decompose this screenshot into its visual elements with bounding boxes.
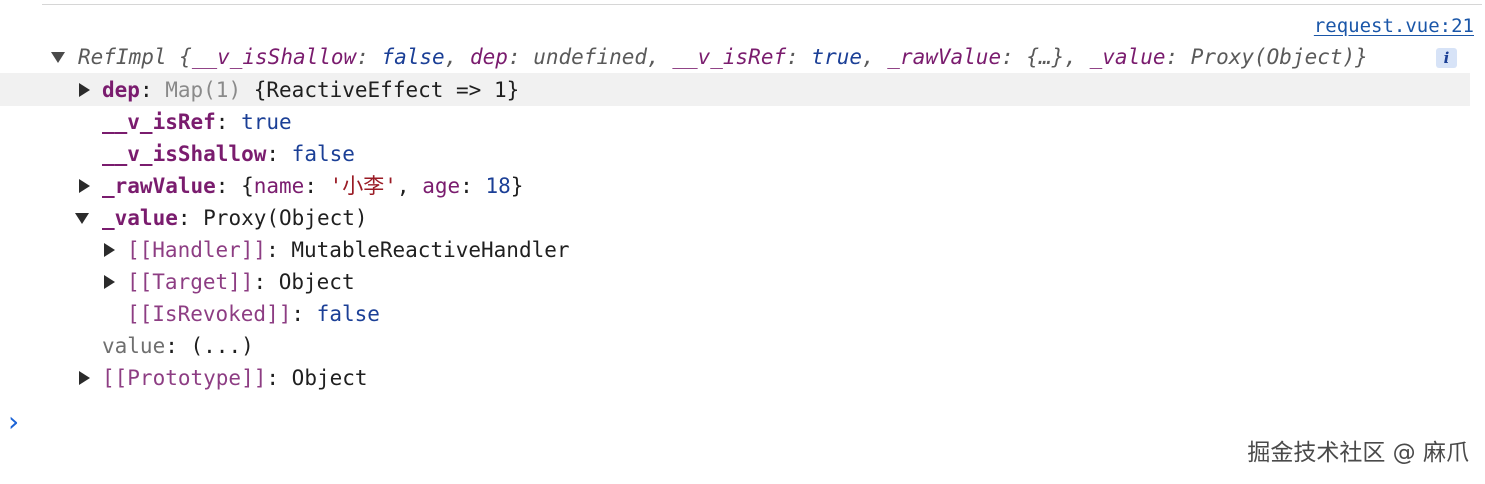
property-row-v-isshallow[interactable]: __v_isShallow: false (102, 142, 355, 166)
expand-triangle-icon[interactable] (79, 371, 90, 385)
property-row-handler[interactable]: [[Handler]]: MutableReactiveHandler (127, 238, 570, 262)
expand-triangle-icon[interactable] (79, 83, 90, 97)
expand-triangle-icon[interactable] (104, 275, 115, 289)
summary-key: _value (1089, 45, 1166, 69)
summary-value: undefined (533, 45, 648, 69)
property-type: Map(1) (165, 78, 242, 102)
source-location-link[interactable]: request.vue:21 (1313, 15, 1474, 37)
property-value: false (291, 142, 355, 166)
preview-key: age (422, 174, 461, 198)
console-top-divider (42, 4, 1482, 5)
info-icon[interactable]: i (1436, 48, 1457, 68)
watermark: 掘金技术社区 @ 麻爪 (1247, 440, 1469, 466)
property-row-isrevoked[interactable]: [[IsRevoked]]: false (127, 302, 380, 326)
console-prompt-chevron-icon[interactable]: › (8, 405, 20, 438)
property-value: (...) (190, 334, 254, 358)
property-row-value-getter[interactable]: value: (...) (102, 334, 254, 358)
property-preview: {ReactiveEffect => 1} (253, 78, 520, 102)
property-key: _rawValue (102, 174, 216, 198)
summary-value: true (811, 45, 862, 69)
preview-key: name (253, 174, 305, 198)
property-key: [[IsRevoked]] (127, 302, 292, 326)
property-value: Object (278, 270, 355, 294)
summary-key: __v_isShallow (191, 45, 357, 69)
summary-value: {…} (1026, 45, 1065, 69)
property-row-target[interactable]: [[Target]]: Object (127, 270, 355, 294)
preview-value: 18 (485, 174, 511, 198)
class-name: RefImpl (78, 45, 167, 69)
summary-value: Proxy(Object) (1190, 45, 1356, 69)
property-value: Object (291, 366, 368, 390)
property-row-value[interactable]: _value: Proxy(Object) (102, 206, 368, 230)
object-summary-line[interactable]: RefImpl {__v_isShallow: false, dep: unde… (78, 45, 1368, 69)
expand-triangle-icon[interactable] (104, 243, 115, 257)
property-row-dep[interactable]: dep: Map(1) {ReactiveEffect => 1} (102, 78, 520, 102)
property-key: _value (102, 206, 178, 230)
preview-value: '小李' (329, 174, 397, 198)
property-value: MutableReactiveHandler (291, 238, 570, 262)
property-key: [[Target]] (127, 270, 254, 294)
property-key: __v_isShallow (102, 142, 267, 166)
property-value: false (316, 302, 380, 326)
hovered-row-highlight (0, 73, 1470, 106)
property-key: [[Prototype]] (102, 366, 267, 390)
property-key: value (102, 334, 166, 358)
property-key: [[Handler]] (127, 238, 267, 262)
expand-triangle-icon[interactable] (79, 179, 90, 193)
collapse-triangle-icon[interactable] (51, 52, 65, 63)
property-preview: Proxy(Object) (203, 206, 368, 230)
collapse-triangle-icon[interactable] (75, 213, 89, 224)
summary-key: dep (470, 45, 508, 69)
property-row-rawvalue[interactable]: _rawValue: {name: '小李', age: 18} (102, 174, 524, 198)
property-value: true (241, 110, 292, 134)
property-row-prototype[interactable]: [[Prototype]]: Object (102, 366, 368, 390)
property-row-v-isref[interactable]: __v_isRef: true (102, 110, 292, 134)
property-key: __v_isRef (102, 110, 216, 134)
property-key: dep (102, 78, 140, 102)
summary-key: _rawValue (887, 45, 1002, 69)
summary-key: __v_isRef (672, 45, 787, 69)
summary-value: false (381, 45, 445, 69)
